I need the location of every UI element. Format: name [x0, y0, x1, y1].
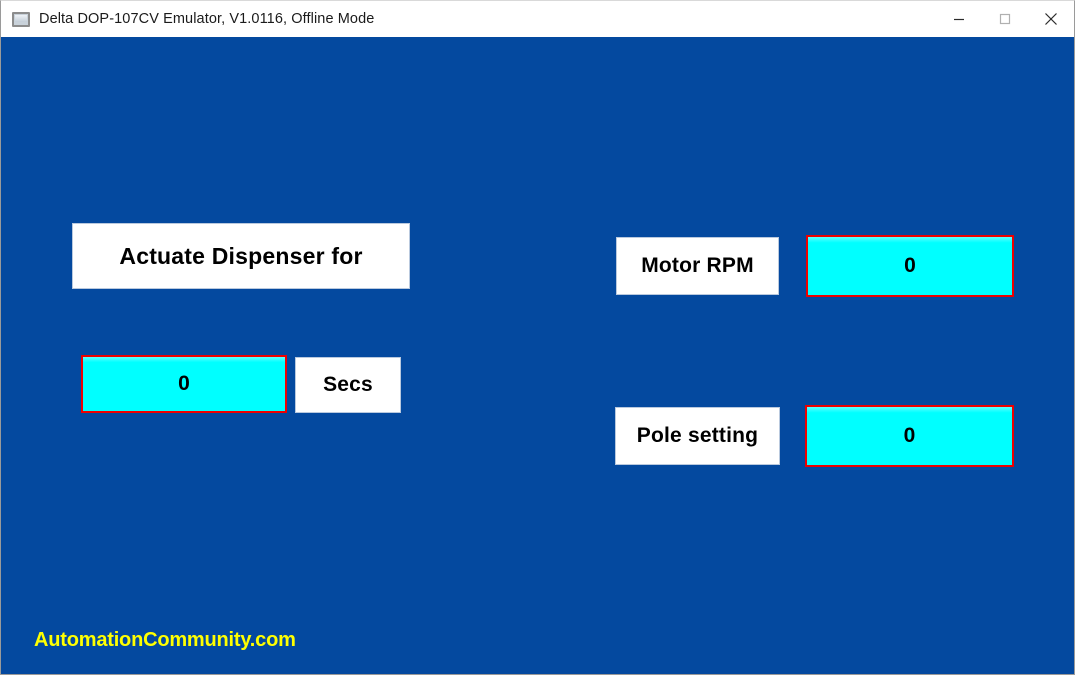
close-icon [1045, 13, 1057, 25]
dispense-seconds-value-field[interactable]: 0 [81, 355, 287, 413]
pole-setting-value-field[interactable]: 0 [805, 405, 1014, 467]
window-title: Delta DOP-107CV Emulator, V1.0116, Offli… [39, 10, 375, 27]
maximize-icon [999, 13, 1011, 25]
actuate-dispenser-button[interactable]: Actuate Dispenser for [72, 223, 410, 289]
close-button[interactable] [1028, 1, 1074, 37]
hmi-screen: Actuate Dispenser for 0 Secs Motor RPM 0… [1, 37, 1074, 674]
pole-setting-label: Pole setting [615, 407, 780, 465]
monitor-icon [12, 11, 30, 27]
motor-rpm-label: Motor RPM [616, 237, 779, 295]
title-bar: Delta DOP-107CV Emulator, V1.0116, Offli… [1, 1, 1074, 37]
motor-rpm-value-field[interactable]: 0 [806, 235, 1014, 297]
minimize-icon [954, 18, 964, 21]
seconds-unit-label: Secs [295, 357, 401, 413]
maximize-button[interactable] [982, 1, 1028, 37]
window-controls [936, 1, 1074, 37]
minimize-button[interactable] [936, 1, 982, 37]
watermark-text: AutomationCommunity.com [34, 629, 296, 651]
